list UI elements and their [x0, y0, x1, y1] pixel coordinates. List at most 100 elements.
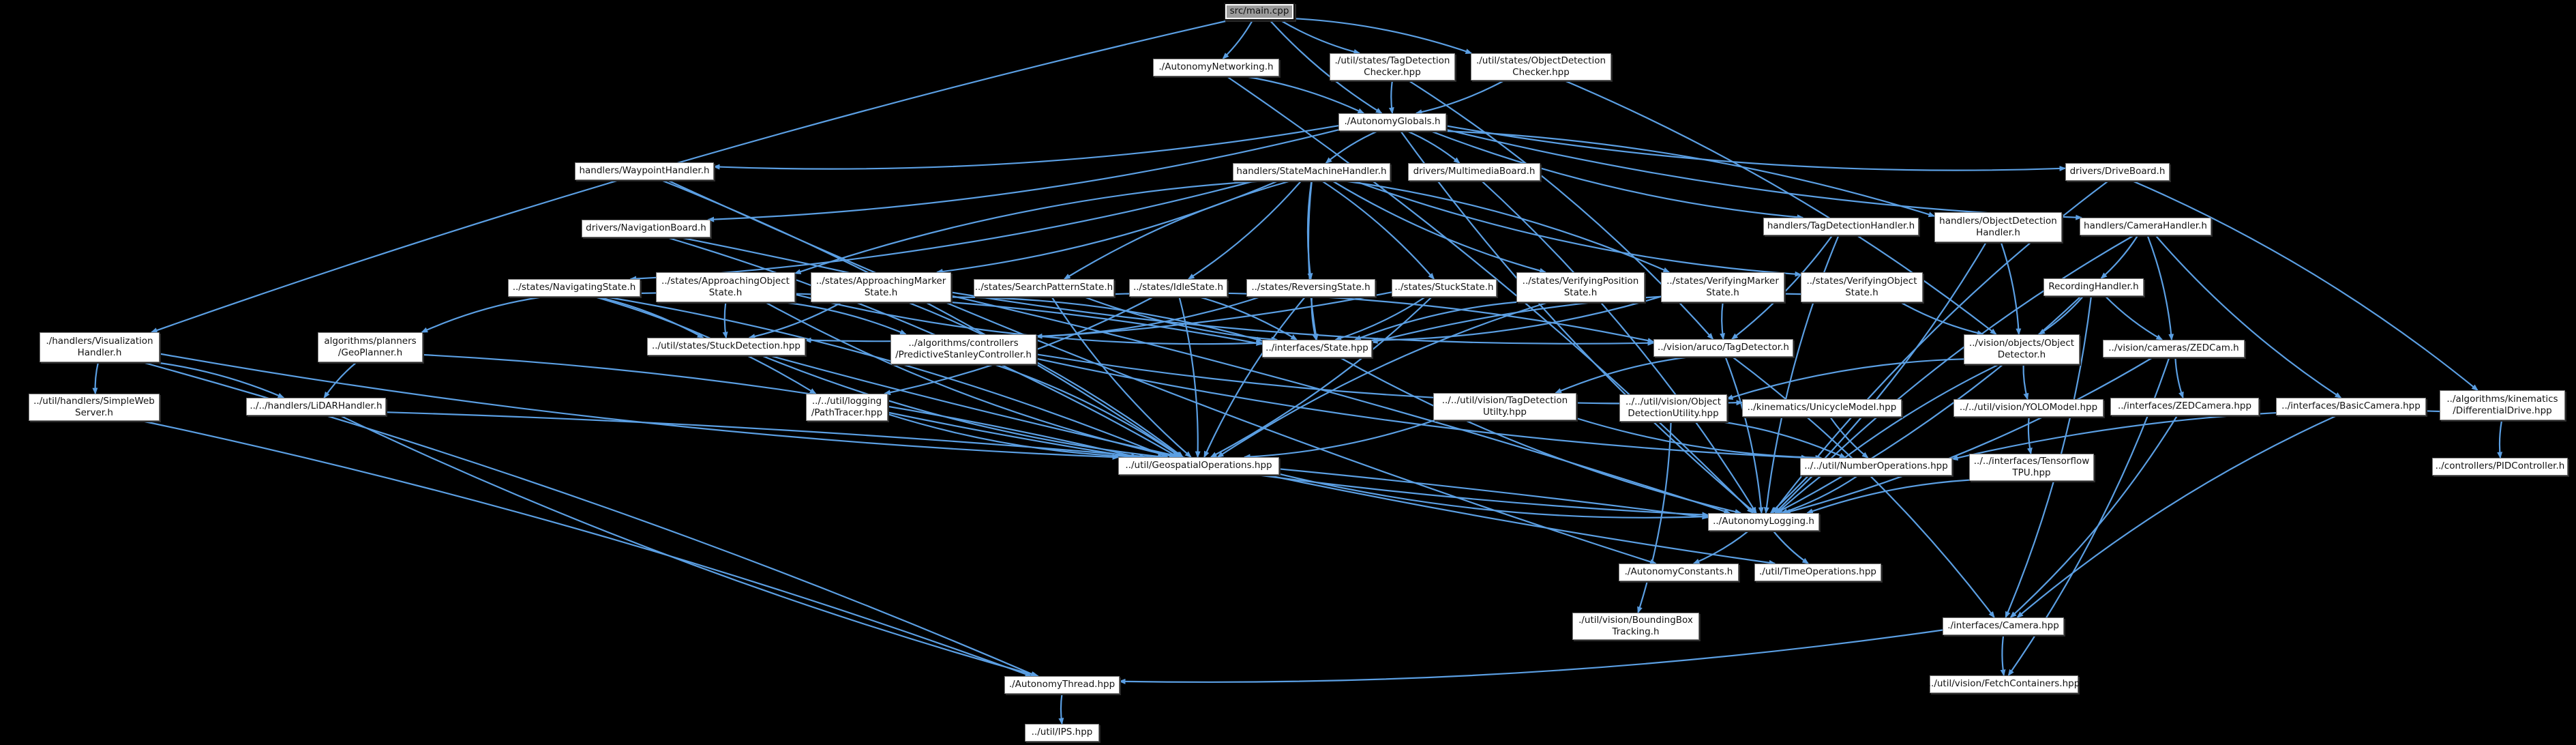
node-pid[interactable]: ../controllers/PIDController.h — [2432, 458, 2568, 476]
node-constants[interactable]: ./AutonomyConstants.h — [1619, 564, 1739, 581]
edge-statemachine-to-vermark — [1343, 179, 1671, 274]
node-objdethandler[interactable]: handlers/ObjectDetection Handler.h — [1934, 212, 2062, 242]
edge-zedcam-to-logging — [1783, 357, 2153, 514]
node-driveboard[interactable]: drivers/DriveBoard.h — [2065, 163, 2170, 181]
edge-appmark-to-tagdetector — [950, 291, 1655, 346]
edge-main-to-vishandler — [150, 19, 1229, 334]
edge-waypoint-to-constants — [667, 179, 1657, 565]
node-vishandler[interactable]: ./handlers/Visualization Handler.h — [40, 332, 160, 362]
node-globals[interactable]: ./AutonomyGlobals.h — [1338, 113, 1446, 131]
node-objdetector[interactable]: ../vision/objects/Object Detector.h — [1964, 334, 2080, 364]
node-unicycle[interactable]: ../kinematics/UnicycleModel.hpp — [1742, 399, 1902, 417]
edge-pathtracer-to-logging — [887, 411, 1709, 518]
node-tensorflow[interactable]: ../../interfaces/Tensorflow TPU.hpp — [1969, 454, 2094, 481]
node-pathtracer[interactable]: ../../util/logging /PathTracer.hpp — [806, 394, 888, 421]
edge-approbj-to-stuckdet — [722, 302, 728, 339]
edge-main-to-objchecker — [1294, 18, 1473, 55]
edge-main-to-networking — [1222, 20, 1253, 60]
node-statemachine[interactable]: handlers/StateMachineHandler.h — [1233, 163, 1390, 181]
node-tagdethandler[interactable]: handlers/TagDetectionHandler.h — [1763, 218, 1919, 235]
node-objchecker[interactable]: ./util/states/ObjectDetection Checker.hp… — [1471, 53, 1611, 81]
edge-globals-to-navboard — [707, 129, 1339, 222]
node-bbox[interactable]: ./util/vision/BoundingBox Tracking.h — [1572, 613, 1699, 640]
node-reversing[interactable]: ../states/ReversingState.h — [1246, 279, 1375, 297]
edge-lidar-to-logging — [385, 411, 1709, 520]
edge-statemachine-to-verobj — [1353, 179, 1802, 277]
edge-objdethandler-to-logging — [1769, 242, 1987, 514]
edge-diffdrive-to-pid — [2497, 420, 2503, 459]
node-zedcam[interactable]: ../vision/cameras/ZEDCam.h — [2103, 340, 2245, 357]
node-stuck[interactable]: ../states/StuckState.h — [1392, 279, 1497, 297]
node-fetch[interactable]: ../util/vision/FetchContainers.hpp — [1928, 675, 2080, 693]
edge-geoplanner-to-lidar — [323, 362, 357, 399]
edge-appmark-to-statehpp — [950, 296, 1263, 342]
node-verpos[interactable]: ../states/VerifyingPosition State.h — [1516, 272, 1645, 302]
node-waypoint[interactable]: handlers/WaypointHandler.h — [575, 162, 714, 180]
edge-camera-to-fetch — [2000, 634, 2006, 677]
node-approbj[interactable]: ../states/ApproachingObject State.h — [656, 272, 795, 302]
edge-globals-to-driveboard — [1446, 125, 2067, 172]
node-diffdrive[interactable]: ../algorithms/kinematics /DifferentialDr… — [2440, 390, 2565, 420]
edge-lidar-to-thread — [339, 415, 1040, 677]
node-navboard[interactable]: drivers/NavigationBoard.h — [582, 220, 710, 237]
edge-statemachine-to-statehpp — [1307, 180, 1319, 341]
node-navigating[interactable]: ../states/NavigatingState.h — [508, 279, 640, 297]
node-recording[interactable]: RecordingHandler.h — [2043, 278, 2144, 296]
node-tagdetector[interactable]: ../vision/aruco/TagDetector.h — [1653, 339, 1793, 357]
node-statehpp[interactable]: ../interfaces/State.hpp — [1262, 340, 1372, 357]
edge-tensorflow-to-logging — [1806, 479, 1970, 514]
edge-tagdetector-to-tagdetutil — [1555, 355, 1691, 394]
node-search[interactable]: ../states/SearchPatternState.h — [974, 279, 1114, 297]
edge-verpos-to-geospatial — [1216, 301, 1549, 458]
edge-statemachine-to-appmark — [935, 179, 1279, 274]
edge-networking-to-globals — [1244, 75, 1365, 114]
node-lidar[interactable]: ../../handlers/LiDARHandler.h — [246, 398, 386, 415]
edge-driveboard-to-diffdrive — [2131, 179, 2478, 391]
node-camhandler[interactable]: handlers/CameraHandler.h — [2080, 218, 2211, 235]
edge-vermark-to-statehpp — [1371, 295, 1662, 343]
edge-globals-to-camhandler — [1446, 128, 2083, 220]
node-numberops[interactable]: ../../util/NumberOperations.hpp — [1800, 458, 1952, 476]
node-logging[interactable]: ../AutonomyLogging.h — [1708, 513, 1819, 531]
node-geoplanner[interactable]: algorithms/planners /GeoPlanner.h — [318, 332, 423, 362]
edge-logging-to-timeops — [1772, 530, 1810, 564]
node-yolo[interactable]: ../../util/vision/YOLOModel.hpp — [1953, 399, 2103, 417]
node-networking[interactable]: ./AutonomyNetworking.h — [1153, 59, 1279, 76]
node-main[interactable]: src/main.cpp — [1224, 3, 1295, 20]
node-ips[interactable]: ../util/IPS.hpp — [1025, 724, 1099, 742]
node-camera[interactable]: ./interfaces/Camera.hpp — [1943, 617, 2064, 635]
node-simpleweb[interactable]: ../util/handlers/SimpleWeb Server.h — [29, 394, 160, 421]
edge-tagdetector-to-logging — [1724, 356, 1764, 514]
node-tagdetutil[interactable]: ../../util/vision/TagDetection Utilty.hp… — [1433, 393, 1576, 420]
node-tagchecker[interactable]: ./util/states/TagDetection Checker.hpp — [1330, 53, 1455, 81]
node-thread[interactable]: ./AutonomyThread.hpp — [1004, 676, 1120, 694]
edge-globals-to-multimedia — [1406, 130, 1461, 164]
node-objdetutil[interactable]: ../../util/vision/Object DetectionUtilit… — [1619, 394, 1727, 422]
edge-recording-to-objdetector — [2038, 295, 2084, 335]
edge-stuck-to-geospatial — [1210, 296, 1433, 458]
edge-verpos-to-statehpp — [1353, 301, 1517, 341]
edge-statehpp-to-logging — [1339, 357, 1742, 514]
node-zedcamera[interactable]: ../interfaces/ZEDCamera.hpp — [2110, 398, 2259, 415]
node-idle[interactable]: ../states/IdleState.h — [1129, 279, 1227, 297]
node-verobj[interactable]: ../states/VerifyingObject State.h — [1801, 272, 1923, 302]
edge-geoplanner-to-geospatial — [422, 353, 1138, 458]
edge-vermark-to-tagdetector — [1720, 302, 1726, 340]
node-appmark[interactable]: ../states/ApproachingMarker State.h — [811, 272, 951, 302]
edge-tagdethandler-to-logging — [1763, 235, 1840, 514]
node-multimedia[interactable]: drivers/MultimediaBoard.h — [1408, 163, 1540, 181]
edge-tagdetutil-to-geospatial — [1243, 419, 1435, 460]
node-stanley[interactable]: ../algorithms/controllers /PredictiveSta… — [890, 334, 1036, 364]
node-timeops[interactable]: ./util/TimeOperations.hpp — [1754, 564, 1881, 581]
edge-navigating-to-geoplanner — [421, 295, 544, 334]
edge-recording-to-logging — [1775, 295, 2082, 514]
node-stuckdet[interactable]: ../util/states/StuckDetection.hpp — [647, 338, 805, 355]
edge-stuck-to-statehpp — [1334, 296, 1426, 341]
node-vermark[interactable]: ../states/VerifyingMarker State.h — [1661, 272, 1784, 302]
node-geospatial[interactable]: ../util/GeospatialOperations.hpp — [1118, 457, 1279, 475]
edge-navigating-to-pathtracer — [594, 295, 817, 394]
node-basiccamera[interactable]: ../interfaces/BasicCamera.hpp — [2276, 398, 2426, 415]
edge-simpleweb-to-thread — [141, 420, 1032, 677]
edge-appmark-to-geospatial — [907, 301, 1184, 458]
